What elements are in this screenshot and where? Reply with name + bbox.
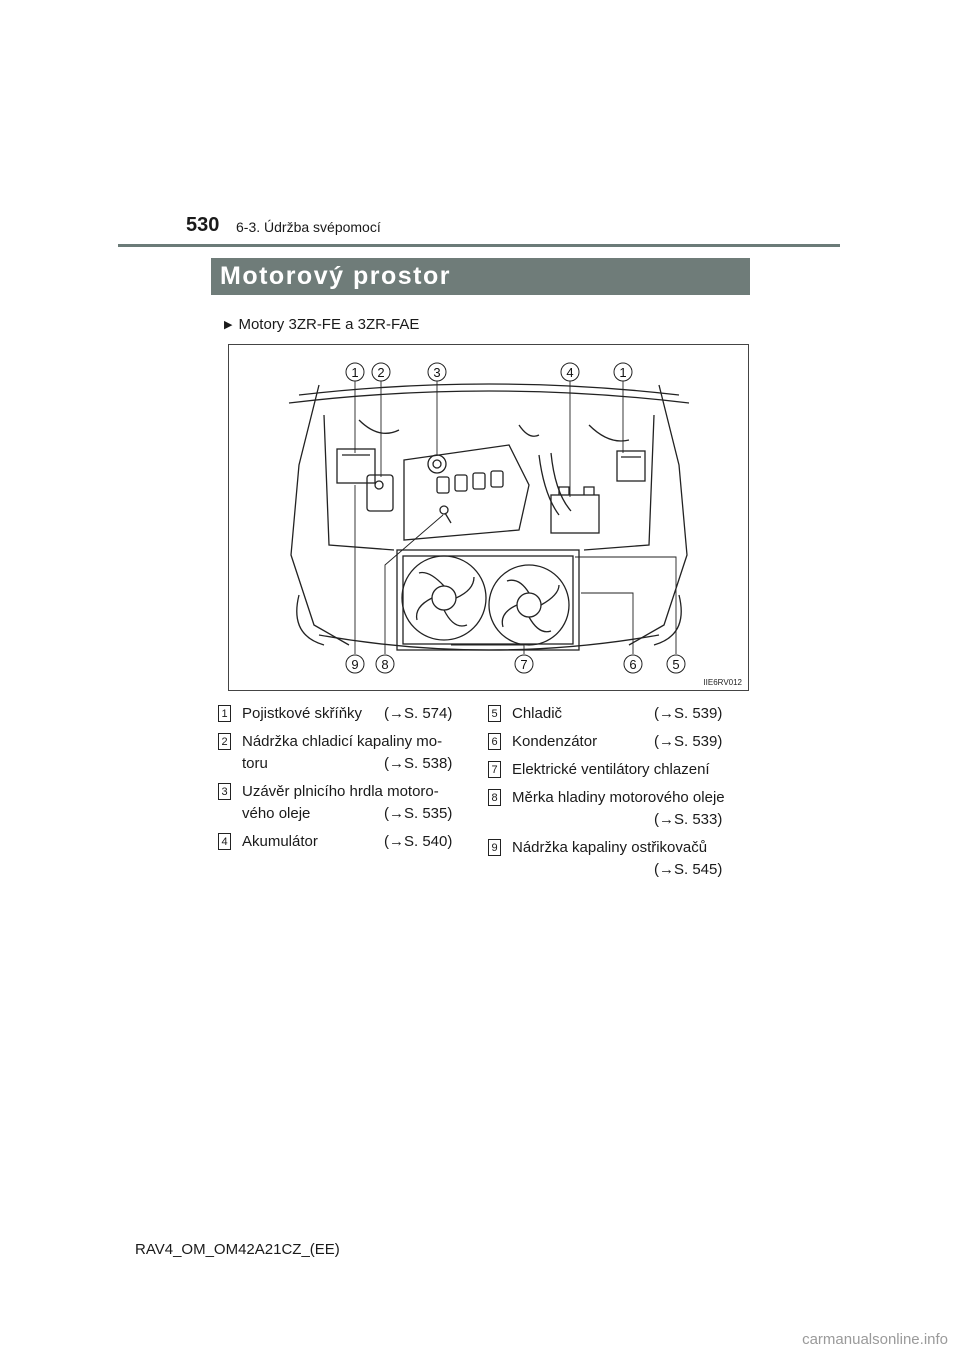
legend-label: Pojistkové skříňky bbox=[242, 705, 363, 722]
legend-page-ref: (→S. 538) bbox=[384, 755, 453, 772]
legend-page-ref: (→S. 540) bbox=[384, 833, 453, 850]
callout-bottom-3: 7 bbox=[520, 657, 527, 672]
legend-label: Akumulátor bbox=[242, 833, 318, 850]
legend-label: Nádržka kapaliny ostřikovačů bbox=[512, 839, 708, 856]
legend-item: 6 Kondenzátor (→S. 539) bbox=[488, 731, 750, 753]
title-bar: Motorový prostor bbox=[211, 258, 750, 295]
legend-number: 9 bbox=[488, 839, 501, 856]
document-code: RAV4_OM_OM42A21CZ_(EE) bbox=[135, 1241, 340, 1258]
callout-top-2: 2 bbox=[377, 365, 384, 380]
legend-number: 7 bbox=[488, 761, 501, 778]
callout-bottom-1: 9 bbox=[351, 657, 358, 672]
legend-label-line-2: toru bbox=[242, 755, 268, 772]
legend-number: 8 bbox=[488, 789, 501, 806]
legend-number: 6 bbox=[488, 733, 501, 750]
legend-label-line-1: Uzávěr plnicího hrdla motoro- bbox=[242, 783, 439, 800]
legend-item: 8 Měrka hladiny motorového oleje (→S. 53… bbox=[488, 787, 750, 831]
section-breadcrumb: 6-3. Údržba svépomocí bbox=[236, 219, 381, 235]
legend-page-ref: (→S. 574) bbox=[384, 705, 453, 722]
legend-page-ref: (→S. 545) bbox=[654, 861, 723, 878]
legend-label-line-1: Nádržka chladicí kapaliny mo- bbox=[242, 733, 443, 750]
legend-item: 2 Nádržka chladicí kapaliny mo- toru (→S… bbox=[218, 731, 468, 775]
callout-top-1: 1 bbox=[351, 365, 358, 380]
callout-top-3: 3 bbox=[433, 365, 440, 380]
legend-item: 4 Akumulátor (→S. 540) bbox=[218, 831, 468, 853]
legend-number: 3 bbox=[218, 783, 231, 800]
legend-page-ref: (→S. 535) bbox=[384, 805, 453, 822]
callout-bottom-4: 6 bbox=[629, 657, 636, 672]
legend-page-ref: (→S. 533) bbox=[654, 811, 723, 828]
engine-bay-figure: 1 2 3 4 1 9 8 7 6 5 IIE6RV012 bbox=[228, 344, 749, 691]
watermark: carmanualsonline.info bbox=[802, 1331, 948, 1348]
legend-item: 1 Pojistkové skříňky (→S. 574) bbox=[218, 703, 468, 725]
subheading-text: Motory 3ZR-FE a 3ZR-FAE bbox=[238, 316, 420, 333]
legend-label: Chladič bbox=[512, 705, 563, 722]
legend-page-ref: (→S. 539) bbox=[654, 733, 723, 750]
legend-number: 2 bbox=[218, 733, 231, 750]
header-divider bbox=[118, 244, 840, 247]
page-title: Motorový prostor bbox=[220, 262, 451, 290]
subheading: ▶ Motory 3ZR-FE a 3ZR-FAE bbox=[224, 316, 419, 333]
legend-item: 9 Nádržka kapaliny ostřikovačů (→S. 545) bbox=[488, 837, 750, 881]
legend-label: Kondenzátor bbox=[512, 733, 598, 750]
legend-label-line-2: vého oleje bbox=[242, 805, 311, 822]
callout-bottom-2: 8 bbox=[381, 657, 388, 672]
triangle-bullet-icon: ▶ bbox=[224, 319, 233, 331]
callout-top-4: 4 bbox=[566, 365, 573, 380]
callout-bottom-5: 5 bbox=[672, 657, 679, 672]
legend-item: 7 Elektrické ventilátory chlazení bbox=[488, 759, 750, 781]
legend-item: 3 Uzávěr plnicího hrdla motoro- vého ole… bbox=[218, 781, 468, 825]
figure-id: IIE6RV012 bbox=[703, 678, 742, 687]
legend-page-ref: (→S. 539) bbox=[654, 705, 723, 722]
callout-layer: 1 2 3 4 1 9 8 7 6 5 bbox=[345, 362, 686, 674]
legend-number: 5 bbox=[488, 705, 501, 722]
legend-item: 5 Chladič (→S. 539) bbox=[488, 703, 750, 725]
page-number: 530 bbox=[186, 214, 220, 236]
legend-label: Měrka hladiny motorového oleje bbox=[512, 789, 725, 806]
callout-top-5: 1 bbox=[619, 365, 626, 380]
legend-number: 1 bbox=[218, 705, 231, 722]
legend-number: 4 bbox=[218, 833, 231, 850]
legend-label: Elektrické ventilátory chlazení bbox=[512, 761, 710, 778]
engine-bay-drawing bbox=[288, 380, 690, 654]
